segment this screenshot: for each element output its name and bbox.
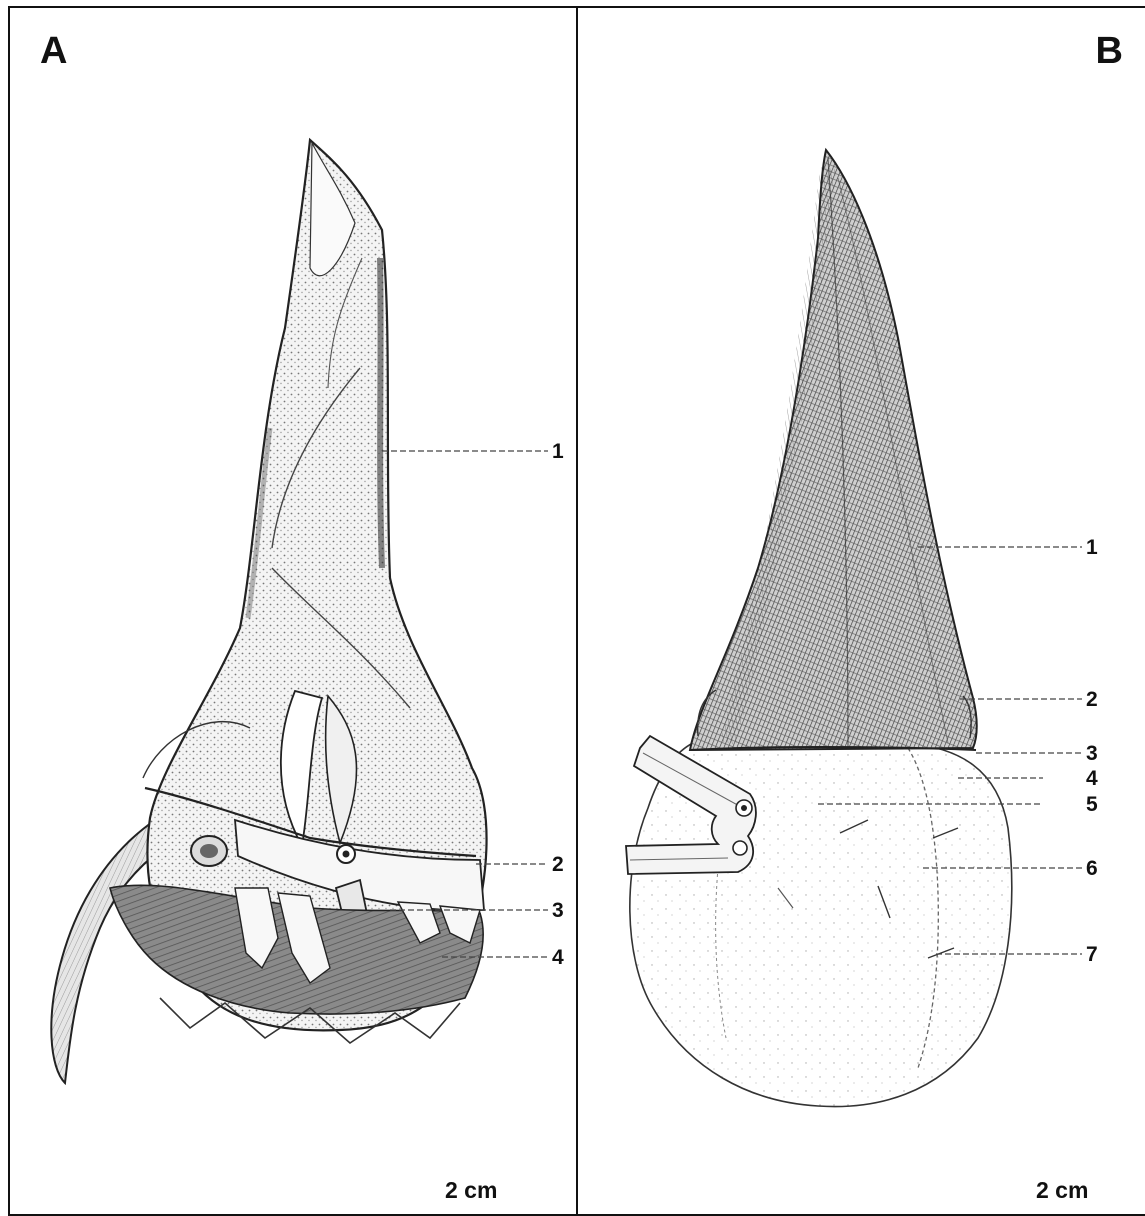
panel-letter-b: B	[1096, 30, 1123, 73]
callout-b-1: 1	[1086, 537, 1098, 558]
callout-a-3: 3	[552, 900, 564, 921]
callout-b-5: 5	[1086, 794, 1098, 815]
callout-a-4: 4	[552, 947, 564, 968]
panel-letter-a: A	[40, 30, 67, 73]
callout-b-7: 7	[1086, 944, 1098, 965]
callout-a-1: 1	[552, 441, 564, 462]
callout-b-2: 2	[1086, 689, 1098, 710]
callout-b-4: 4	[1086, 768, 1098, 789]
callout-b-6: 6	[1086, 858, 1098, 879]
callout-b-3: 3	[1086, 743, 1098, 764]
panel-b: B 1 2 3 4 5 6 7 2 cm	[576, 6, 1145, 1216]
panel-a: A 1 2 3 4 2 cm	[8, 6, 578, 1216]
panel-b-illustration	[578, 8, 1145, 1216]
callout-a-2: 2	[552, 854, 564, 875]
scale-label-b: 2 cm	[1036, 1177, 1088, 1204]
panel-a-illustration	[10, 8, 580, 1216]
scale-label-a: 2 cm	[445, 1177, 497, 1204]
